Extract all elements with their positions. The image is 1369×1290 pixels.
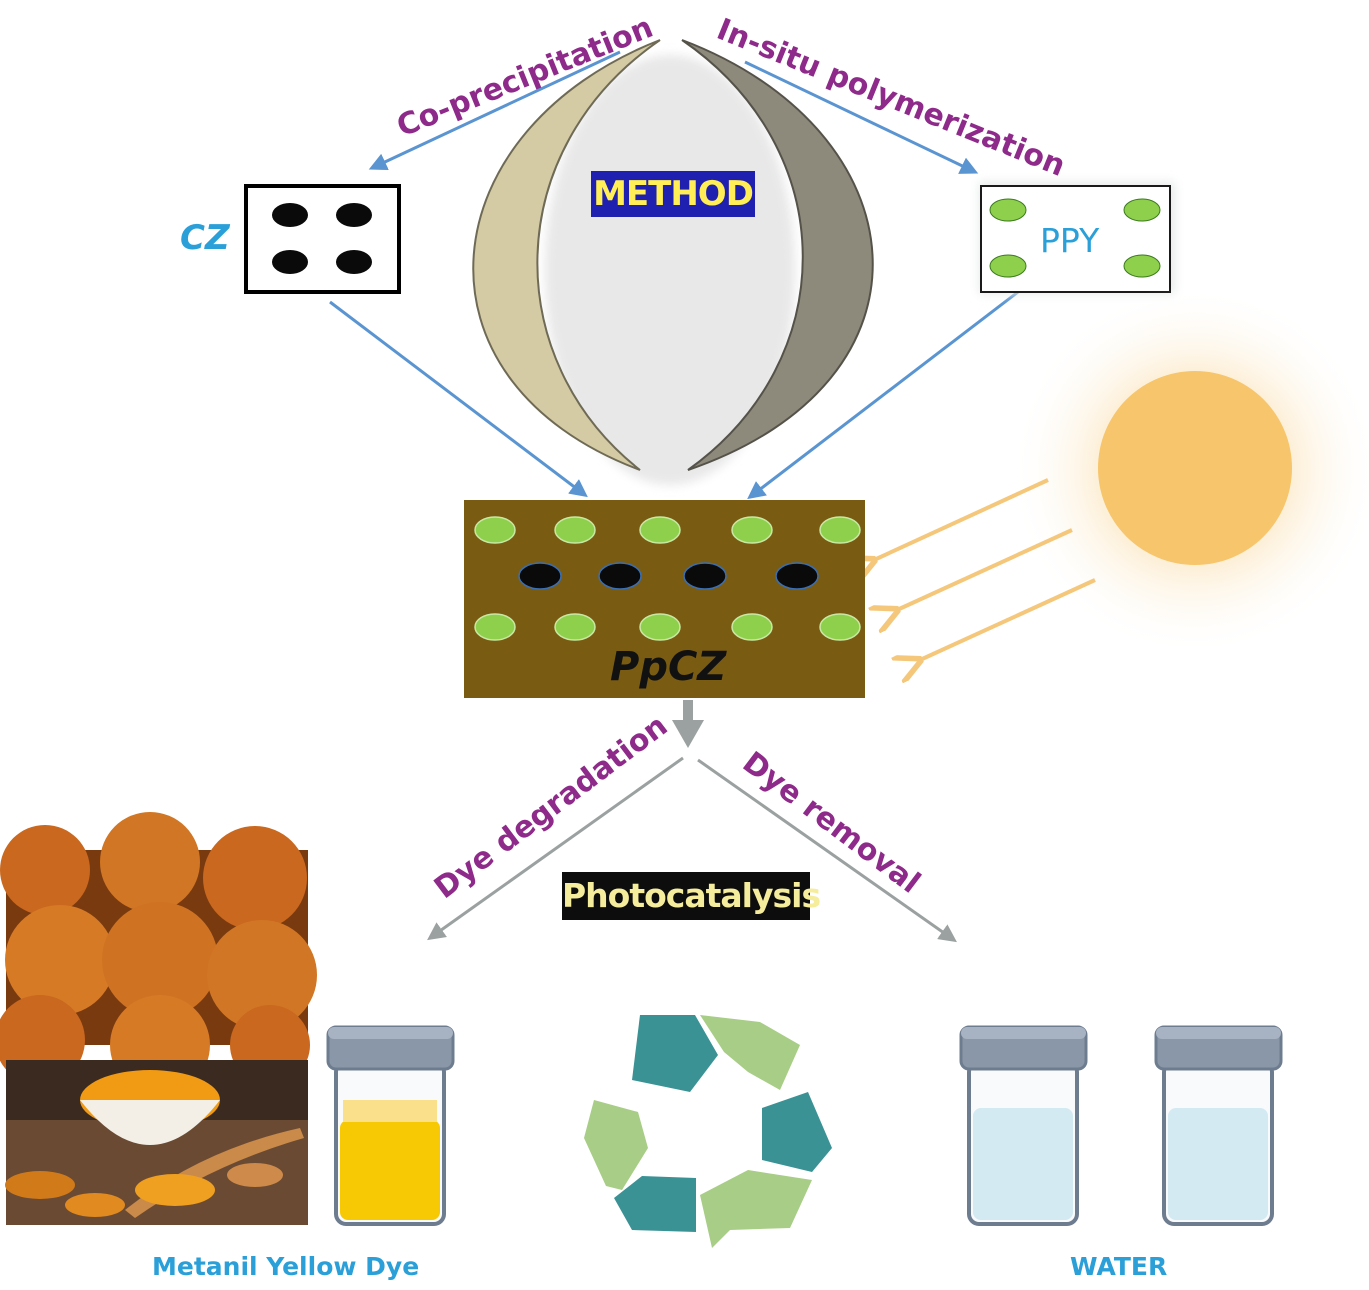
crescent-left bbox=[472, 39, 661, 471]
arrow-ppy-to-ppcz bbox=[747, 290, 1019, 500]
polymer-particle bbox=[474, 613, 516, 641]
ppy-label: PPY bbox=[1040, 221, 1100, 260]
cz-particle bbox=[272, 203, 308, 227]
arrow-to-dye bbox=[427, 756, 684, 941]
recycle-icon bbox=[584, 1015, 832, 1248]
cz-box bbox=[244, 184, 401, 294]
jar-icon bbox=[326, 1025, 455, 1226]
cz-particle bbox=[598, 562, 642, 590]
polymer-particle bbox=[554, 613, 596, 641]
down-arrow bbox=[672, 700, 704, 748]
water-label: WATER bbox=[1070, 1252, 1168, 1281]
polymer-particle bbox=[639, 516, 681, 544]
light-ray bbox=[874, 478, 1049, 560]
ppy-particle bbox=[989, 198, 1027, 222]
ppy-particle bbox=[1123, 198, 1161, 222]
ppcz-block bbox=[464, 500, 865, 698]
jar-icon bbox=[959, 1025, 1088, 1226]
jar-icon bbox=[1154, 1025, 1283, 1226]
metanil-yellow-dye-label: Metanil Yellow Dye bbox=[152, 1252, 420, 1281]
cz-particle bbox=[683, 562, 727, 590]
cz-particle bbox=[272, 250, 308, 274]
cz-particle bbox=[336, 250, 372, 274]
cz-particle bbox=[336, 203, 372, 227]
light-ray bbox=[920, 578, 1096, 660]
turmeric-photo bbox=[5, 1060, 308, 1225]
ppcz-label: PpCZ bbox=[610, 644, 727, 690]
arrow-to-ppy bbox=[744, 60, 979, 174]
arrow-to-water bbox=[697, 758, 957, 943]
ppy-particle bbox=[1123, 254, 1161, 278]
cz-particle bbox=[775, 562, 819, 590]
light-ray bbox=[897, 528, 1073, 610]
polymer-particle bbox=[819, 613, 861, 641]
polymer-particle bbox=[731, 516, 773, 544]
cz-label: CZ bbox=[180, 218, 230, 258]
polymer-particle bbox=[474, 516, 516, 544]
ppy-particle bbox=[989, 254, 1027, 278]
ppy-box bbox=[979, 182, 1175, 294]
polymer-particle bbox=[731, 613, 773, 641]
cz-particle bbox=[518, 562, 562, 590]
photocatalysis-label: Photocatalysis bbox=[562, 872, 821, 920]
arrow-cz-to-ppcz bbox=[329, 300, 588, 498]
sweets-photo bbox=[0, 812, 317, 1095]
method-label: METHOD bbox=[591, 171, 755, 217]
polymer-particle bbox=[554, 516, 596, 544]
sun-icon bbox=[1010, 285, 1369, 655]
polymer-particle bbox=[639, 613, 681, 641]
arrow-to-cz bbox=[368, 50, 621, 171]
crescent-right bbox=[681, 39, 874, 471]
lens-shadow bbox=[545, 55, 795, 485]
polymer-particle bbox=[819, 516, 861, 544]
